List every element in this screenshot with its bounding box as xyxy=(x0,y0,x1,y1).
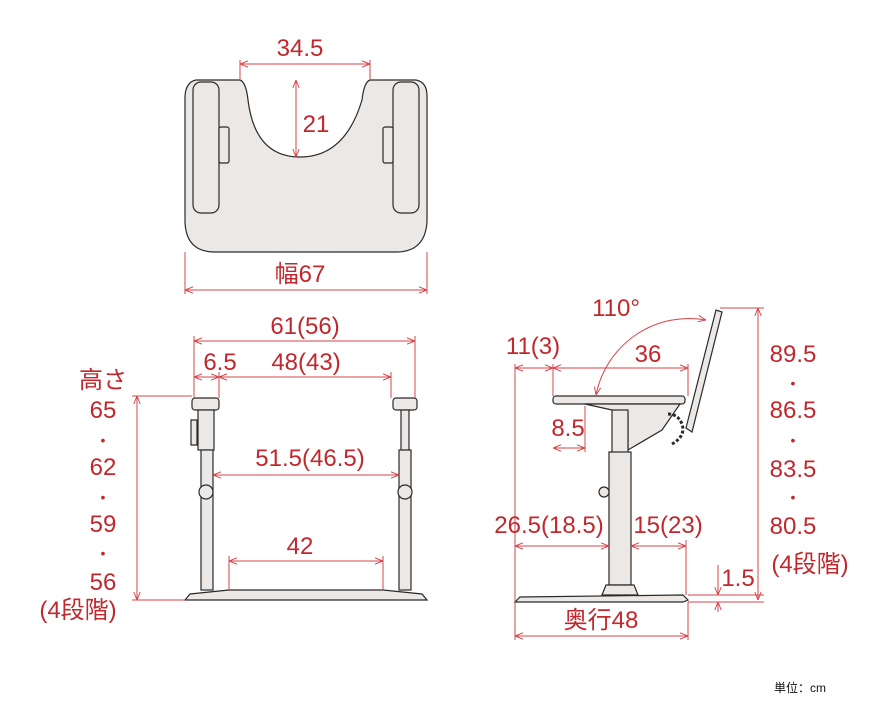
steps-label: (4段階) xyxy=(39,597,116,624)
angle-label: 110° xyxy=(592,295,640,322)
left-clip xyxy=(218,126,230,164)
lever xyxy=(190,419,198,446)
base-thickness-label: 1.5 xyxy=(721,565,754,592)
height-62: 62 xyxy=(90,454,117,481)
cutout-depth-label: 21 xyxy=(303,111,330,138)
height-86-5: 86.5 xyxy=(770,397,817,424)
height-89-5: 89.5 xyxy=(770,341,817,368)
cutout-width-label: 34.5 xyxy=(277,35,324,62)
height-65: 65 xyxy=(90,397,117,424)
offset-label: 6.5 xyxy=(203,349,236,376)
unit-label: 単位：cm xyxy=(774,680,826,695)
knob xyxy=(598,486,610,498)
rear-base-label: 15(23) xyxy=(633,512,702,539)
tray-side xyxy=(552,395,686,405)
separator: • xyxy=(791,375,796,391)
left-cap xyxy=(191,397,220,411)
right-pole xyxy=(398,449,412,591)
base-gap-label: 42 xyxy=(287,533,314,560)
right-cap xyxy=(392,397,418,411)
left-upper-pole xyxy=(197,409,215,451)
right-handle xyxy=(392,81,420,214)
left-pole xyxy=(200,449,214,591)
upper-column xyxy=(611,409,629,456)
height-56: 56 xyxy=(90,569,117,596)
right-knob xyxy=(397,484,413,500)
outer-width-label: 61(56) xyxy=(270,313,339,340)
left-handle xyxy=(192,81,220,214)
side-base xyxy=(513,594,690,603)
front-view: 61(56) 6.5 48(43) 51.5(46.5) 42 高さ 65 • … xyxy=(39,313,429,624)
separator: • xyxy=(101,489,106,505)
separator: • xyxy=(791,489,796,505)
bracket-label: 8.5 xyxy=(551,415,584,442)
height-title: 高さ xyxy=(79,367,127,394)
height-83-5: 83.5 xyxy=(770,456,817,483)
width-label: 幅67 xyxy=(275,261,326,288)
pole-span-label: 51.5(46.5) xyxy=(255,445,364,472)
separator: • xyxy=(101,545,106,561)
right-upper-pole xyxy=(400,409,410,451)
height-59: 59 xyxy=(90,511,117,538)
column-foot xyxy=(601,584,639,596)
height-80-5: 80.5 xyxy=(770,513,817,540)
side-view: 110° 11(3) 36 8.5 26.5(18.5) 15(23) 奥行48… xyxy=(494,295,849,640)
lower-column xyxy=(608,451,632,586)
chain xyxy=(667,412,685,446)
inner-width-label: 48(43) xyxy=(271,349,340,376)
front-base-label: 26.5(18.5) xyxy=(494,512,603,539)
total-depth-label: 奥行48 xyxy=(564,607,639,634)
front-base xyxy=(183,589,429,601)
left-knob xyxy=(198,484,214,500)
separator: • xyxy=(791,432,796,448)
bracket xyxy=(584,403,682,452)
backrest xyxy=(685,309,723,433)
steps-label: (4段階) xyxy=(771,551,848,578)
top-view: 34.5 21 幅67 xyxy=(184,35,428,294)
tray-outline xyxy=(184,79,428,253)
overhang-label: 11(3) xyxy=(506,333,560,360)
separator: • xyxy=(101,432,106,448)
right-clip xyxy=(382,126,394,164)
top-depth-label: 36 xyxy=(635,341,662,368)
